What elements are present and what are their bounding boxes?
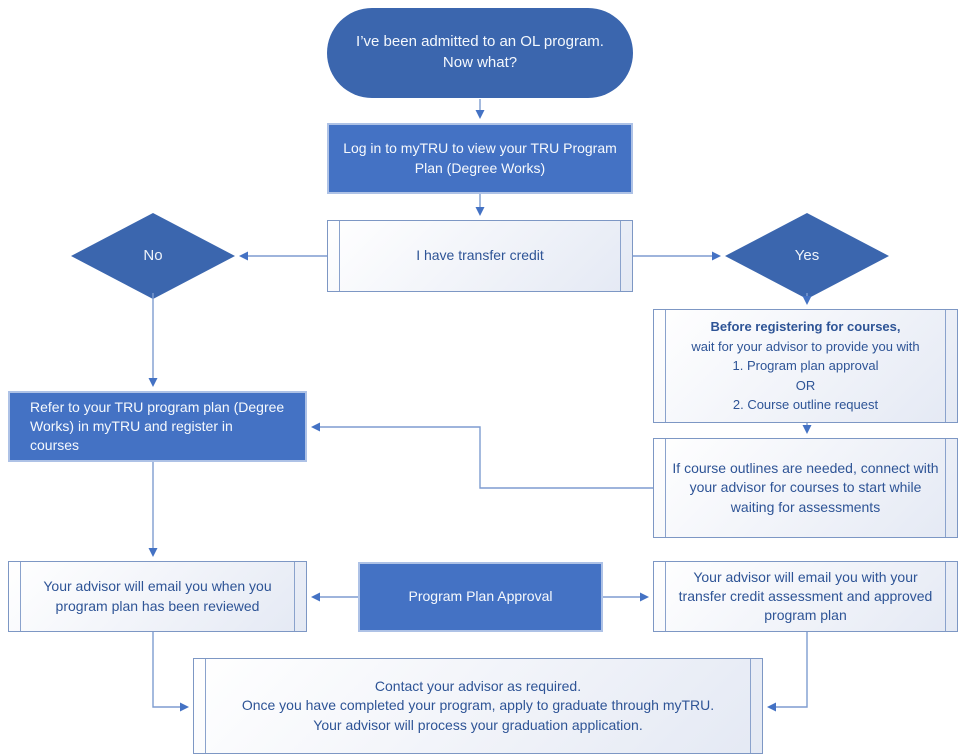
connector-course-outlines-to-refer-plan	[311, 422, 653, 489]
before-registering-line-1: Before registering for courses,	[710, 319, 901, 335]
node-course-outlines: If course outlines are needed, connect w…	[653, 438, 958, 538]
node-advisor-email-assessment: Your advisor will email you with your tr…	[653, 561, 958, 632]
node-course-outlines-label: If course outlines are needed, connect w…	[672, 460, 939, 515]
node-program-plan-approval: Program Plan Approval	[358, 562, 603, 632]
node-advisor-email-reviewed: Your advisor will email you when you pro…	[8, 561, 307, 632]
node-refer-plan-label: Refer to your TRU program plan (Degree W…	[30, 398, 285, 454]
before-registering-line-3: 1. Program plan approval	[732, 358, 879, 374]
node-before-registering: Before registering for courses, wait for…	[653, 309, 958, 423]
node-refer-plan: Refer to your TRU program plan (Degree W…	[8, 391, 307, 462]
node-transfer-credit-label: I have transfer credit	[416, 247, 544, 264]
connector-advisor-reviewed-to-contact	[152, 632, 189, 712]
node-start-line-2: Now what?	[442, 54, 518, 71]
contact-advisor-line-1: Contact your advisor as required.	[374, 678, 582, 695]
node-login-label: Log in to myTRU to view your TRU Program…	[343, 140, 617, 176]
contact-advisor-line-2: Once you have completed your program, ap…	[241, 697, 715, 733]
before-registering-line-4: OR	[795, 377, 816, 393]
node-program-plan-approval-label: Program Plan Approval	[408, 588, 553, 605]
node-contact-advisor-label: Contact your advisor as required. Once y…	[194, 677, 762, 735]
node-start-label: I’ve been admitted to an OL program. Now…	[327, 32, 633, 73]
node-advisor-email-reviewed-label: Your advisor will email you when you pro…	[43, 578, 272, 614]
node-contact-advisor: Contact your advisor as required. Once y…	[193, 658, 763, 754]
before-registering-line-2: wait for your advisor to provide you wit…	[691, 338, 920, 354]
node-yes-label: Yes	[794, 246, 820, 264]
node-transfer-credit: I have transfer credit	[327, 220, 633, 292]
before-registering-line-5: 2. Course outline request	[732, 397, 879, 413]
node-start-line-1: I’ve been admitted to an OL program.	[356, 33, 604, 51]
node-decision-no: No	[71, 213, 235, 299]
node-before-registering-label: Before registering for courses, wait for…	[654, 317, 957, 415]
node-no-label: No	[143, 246, 163, 264]
node-login-process: Log in to myTRU to view your TRU Program…	[327, 123, 633, 194]
node-decision-yes: Yes	[725, 213, 889, 299]
node-start-terminator: I’ve been admitted to an OL program. Now…	[327, 8, 633, 98]
node-advisor-email-assessment-label: Your advisor will email you with your tr…	[678, 568, 933, 624]
connector-advisor-assessment-to-contact	[767, 632, 808, 712]
